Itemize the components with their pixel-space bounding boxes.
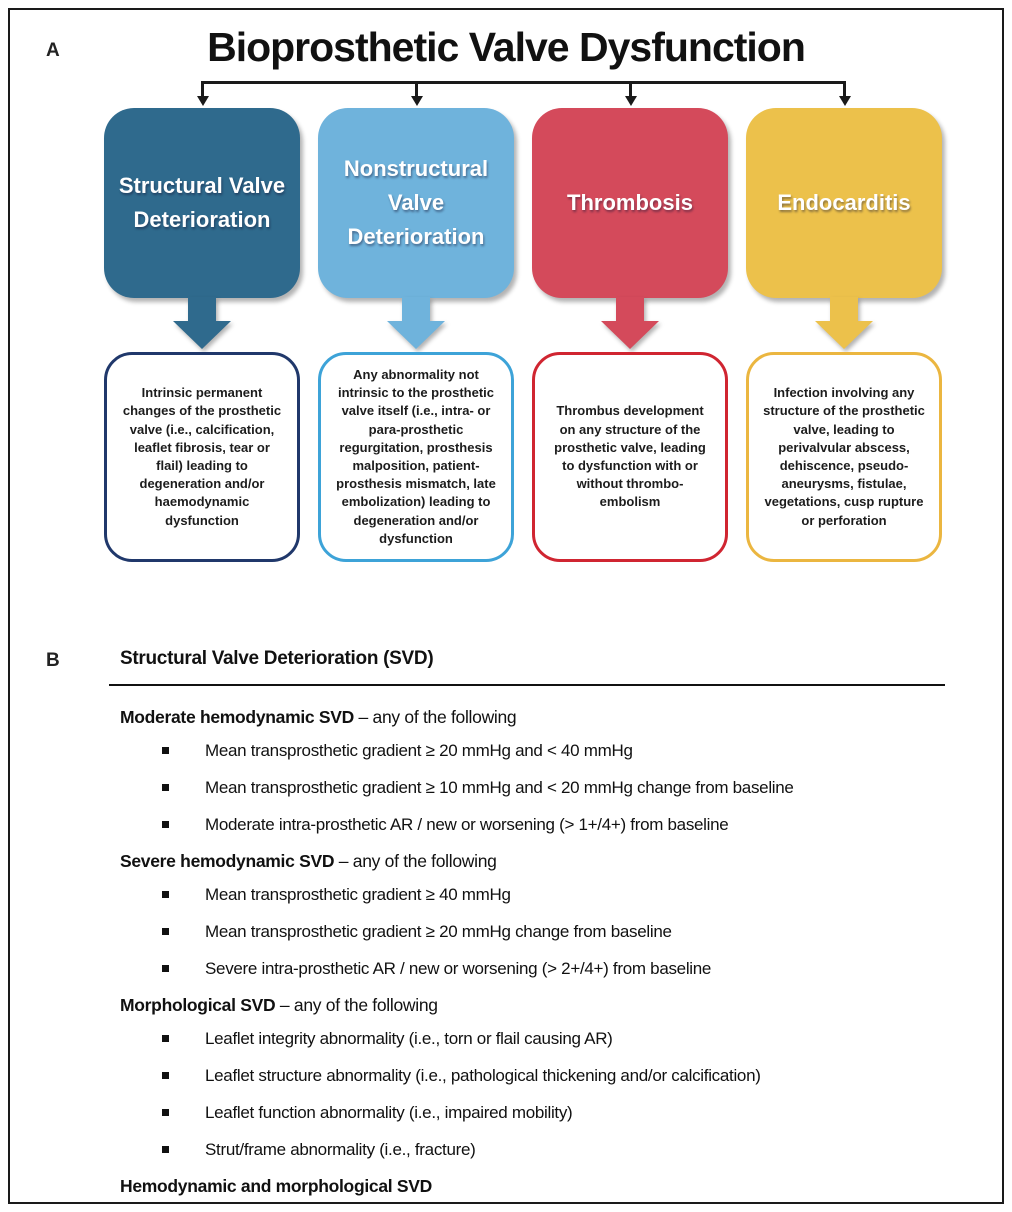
description-text: Any abnormality not intrinsic to the pro… [336,367,496,546]
bullet-square-icon [162,784,169,791]
down-arrow-icon [601,297,659,349]
criteria-item: Leaflet integrity abnormality (i.e., tor… [120,1026,930,1052]
criteria-item-text: Leaflet integrity abnormality (i.e., tor… [205,1029,613,1048]
connector-horizontal-line [201,81,845,84]
category-box-structural: Structural Valve Deterioration [104,108,300,298]
bullet-square-icon [162,1146,169,1153]
bullet-square-icon [162,747,169,754]
section-header-rest: – any of the following [353,707,517,727]
category-label: Endocarditis [777,189,911,215]
criteria-item: Moderate intra-prosthetic AR / new or wo… [120,812,930,838]
criteria-item-text: Mean transprosthetic gradient ≥ 20 mmHg … [205,922,672,941]
criteria-item-text: Mean transprosthetic gradient ≥ 20 mmHg … [205,741,633,760]
connector-arrow [201,81,204,97]
figure-title: Bioprosthetic Valve Dysfunction [207,24,806,70]
bullet-square-icon [162,965,169,972]
bullet-square-icon [162,1035,169,1042]
section-header-bold: Moderate hemodynamic SVD [120,707,354,727]
category-box-thrombosis: Thrombosis [532,108,728,298]
criteria-item: Severe intra-prosthetic AR / new or wors… [120,956,930,982]
description-box-thrombosis: Thrombus development on any structure of… [532,352,728,562]
connector-arrow [415,81,418,97]
criteria-item: Mean transprosthetic gradient ≥ 10 mmHg … [120,775,930,801]
bullet-square-icon [162,891,169,898]
criteria-section-header: Moderate hemodynamic SVD – any of the fo… [120,704,930,730]
criteria-item-text: Moderate intra-prosthetic AR / new or wo… [205,815,729,834]
criteria-item-text: Leaflet structure abnormality (i.e., pat… [205,1066,761,1085]
description-text: Intrinsic permanent changes of the prost… [122,385,282,528]
section-header-bold: Hemodynamic and morphological SVD [120,1176,432,1196]
category-box-nonstructural: Nonstructural Valve Deterioration [318,108,514,298]
criteria-item-text: Mean transprosthetic gradient ≥ 40 mmHg [205,885,511,904]
connector-arrow [843,81,846,97]
category-label: Nonstructural Valve Deterioration [343,155,489,250]
section-header-rest: – any of the following [275,995,438,1015]
bullet-square-icon [162,821,169,828]
bullet-square-icon [162,928,169,935]
criteria-item-text: Severe intra-prosthetic AR / new or wors… [205,959,712,978]
criteria-heading: Structural Valve Deterioration (SVD) [120,648,434,669]
criteria-item: Strut/frame abnormality (i.e., fracture) [120,1137,930,1163]
criteria-item-text: Strut/frame abnormality (i.e., fracture) [205,1140,476,1159]
connector-arrowhead-icon [411,96,423,106]
criteria-item-text: Leaflet function abnormality (i.e., impa… [205,1103,573,1122]
svd-criteria-panel: Structural Valve Deterioration (SVD) Mod… [109,646,945,1199]
category-label: Thrombosis [567,189,693,215]
description-text: Infection involving any structure of the… [763,385,925,528]
criteria-item: Mean transprosthetic gradient ≥ 20 mmHg … [120,738,930,764]
heading-rule [109,684,945,686]
description-box-endocarditis: Infection involving any structure of the… [746,352,942,562]
connector-arrow [629,81,632,97]
connector-arrowhead-icon [197,96,209,106]
connector-arrowhead-icon [625,96,637,106]
panel-b-label: B [46,650,60,671]
category-box-endocarditis: Endocarditis [746,108,942,298]
section-header-bold: Morphological SVD [120,995,276,1015]
section-header-rest: – any of the following [334,851,497,871]
description-box-structural: Intrinsic permanent changes of the prost… [104,352,300,562]
criteria-item: Leaflet function abnormality (i.e., impa… [120,1100,930,1126]
criteria-item-text: Mean transprosthetic gradient ≥ 10 mmHg … [205,778,794,797]
category-label: Structural Valve Deterioration [118,172,286,232]
description-box-nonstructural: Any abnormality not intrinsic to the pro… [318,352,514,562]
description-text: Thrombus development on any structure of… [554,403,706,510]
criteria-section-header: Morphological SVD – any of the following [120,992,930,1018]
bullet-square-icon [162,1109,169,1116]
down-arrow-icon [387,297,445,349]
criteria-item: Leaflet structure abnormality (i.e., pat… [120,1063,930,1089]
connector-arrowhead-icon [839,96,851,106]
criteria-item: Mean transprosthetic gradient ≥ 40 mmHg [120,882,930,908]
criteria-section-header: Hemodynamic and morphological SVD [120,1173,930,1199]
panel-a-label: A [46,40,60,61]
down-arrow-icon [815,297,873,349]
bullet-square-icon [162,1072,169,1079]
criteria-item: Mean transprosthetic gradient ≥ 20 mmHg … [120,919,930,945]
criteria-section-header: Severe hemodynamic SVD – any of the foll… [120,848,930,874]
section-header-bold: Severe hemodynamic SVD [120,851,335,871]
down-arrow-icon [173,297,231,349]
